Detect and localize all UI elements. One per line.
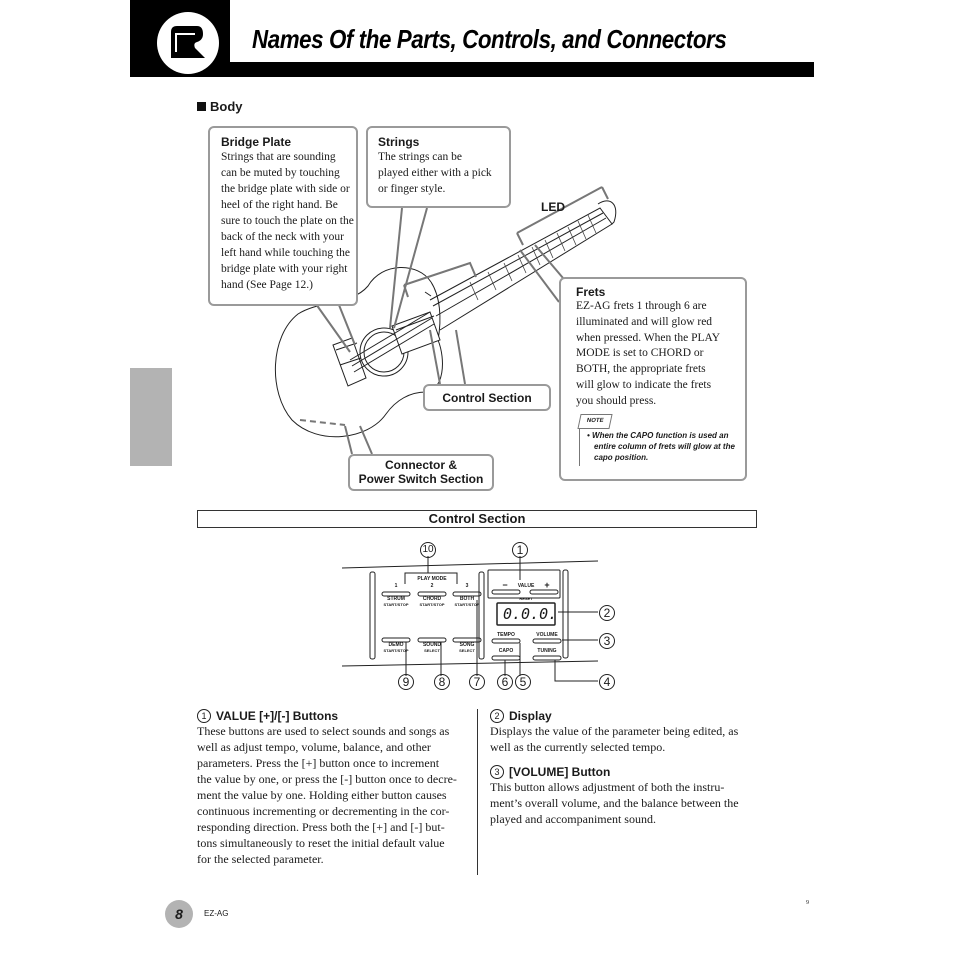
tempo-button[interactable]: TEMPO	[497, 632, 515, 638]
page-title: Names Of the Parts, Controls, and Connec…	[252, 24, 727, 54]
section-heading-body: Body	[197, 99, 243, 114]
callout-number-5: 5	[515, 674, 531, 690]
callout-frets: Frets EZ-AG frets 1 through 6 are illumi…	[559, 277, 747, 481]
model-name: EZ-AG	[204, 909, 229, 918]
side-tab	[130, 368, 172, 466]
callout-bridge-plate: Bridge Plate Strings that are sounding c…	[208, 126, 358, 306]
callout-number-7: 7	[469, 674, 485, 690]
callout-title: Strings	[378, 135, 420, 149]
mode-number: 1	[394, 583, 398, 589]
callout-number-3: 3	[599, 633, 615, 649]
value-label: VALUE	[517, 583, 535, 589]
page-number: 8	[175, 906, 183, 922]
callout-text: Strings that are sounding can be muted b…	[221, 151, 354, 291]
reset-label: RESET	[519, 596, 533, 601]
callout-number-1: 1	[512, 542, 528, 558]
tuning-button[interactable]: TUNING	[537, 648, 557, 654]
lcd-display: 0.0.0.	[503, 605, 558, 623]
corner-mark: 9	[806, 900, 809, 906]
callout-connector: Connector & Power Switch Section	[348, 454, 494, 491]
description-text: These buttons are used to select sounds …	[197, 724, 457, 866]
led-label: LED	[541, 200, 565, 214]
page-number-badge	[165, 900, 193, 928]
volume-button[interactable]: VOLUME	[536, 632, 558, 638]
capo-button[interactable]: CAPO	[498, 648, 514, 654]
column-divider	[477, 709, 478, 875]
callout-strings: Strings The strings can be played either…	[366, 126, 511, 208]
header-bar	[130, 62, 814, 77]
callout-title: Bridge Plate	[221, 135, 292, 149]
callout-title: Frets	[576, 285, 606, 299]
value-minus-button[interactable]: −	[502, 580, 508, 590]
control-section-heading: Control Section	[197, 510, 757, 528]
callout-number-2: 2	[599, 605, 615, 621]
mode-number: 2	[430, 583, 434, 589]
description-title: 3[VOLUME] Button	[490, 765, 752, 779]
callout-number-10: 10	[420, 542, 436, 558]
note-divider	[579, 428, 580, 466]
callout-number-6: 6	[497, 674, 513, 690]
description-text: Displays the value of the parameter bein…	[490, 724, 739, 754]
note-text: • When the CAPO function is used an enti…	[587, 431, 735, 462]
callout-control-section: Control Section	[423, 384, 551, 411]
callout-number-4: 4	[599, 674, 615, 690]
description-volume-button: 3[VOLUME] Button This button allows adju…	[490, 765, 752, 827]
callout-text: EZ-AG frets 1 through 6 are illuminated …	[576, 300, 721, 407]
callout-number-8: 8	[434, 674, 450, 690]
value-plus-button[interactable]: +	[544, 580, 550, 590]
play-mode-label: PLAY MODE	[417, 576, 447, 582]
description-text: This button allows adjustment of both th…	[490, 780, 739, 826]
grand-piano-icon	[157, 12, 219, 74]
callout-number-9: 9	[398, 674, 414, 690]
callout-text: The strings can be played either with a …	[378, 151, 492, 195]
mode-number: 3	[465, 583, 469, 589]
